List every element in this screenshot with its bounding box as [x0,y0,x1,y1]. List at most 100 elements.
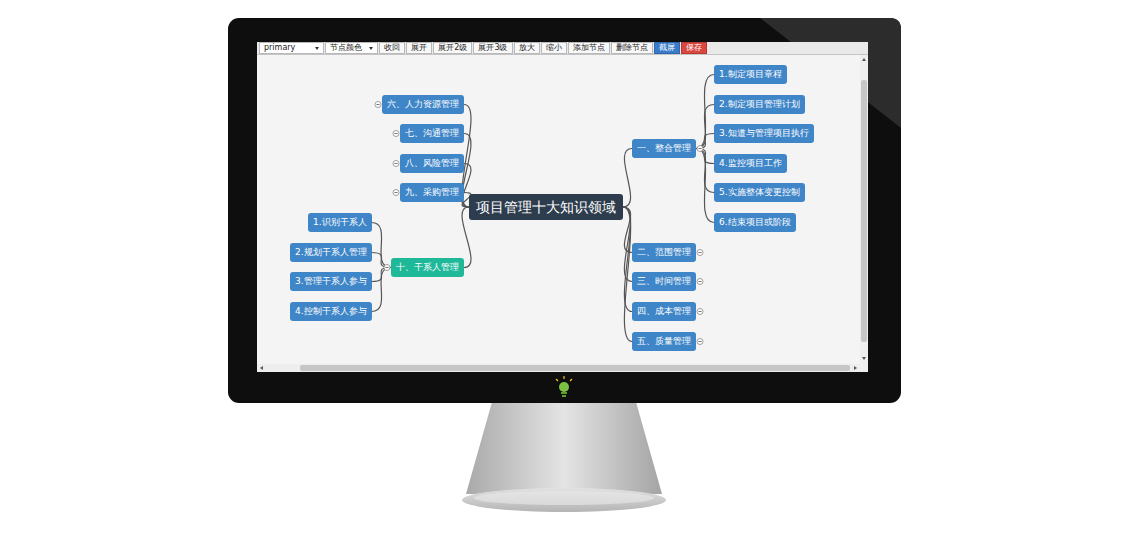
toolbar-button: 缩小 [541,42,567,54]
topic-text: 6.结束项目或阶段 [719,217,791,228]
toggle-minus [698,311,701,312]
branch-line [696,75,714,149]
monitor-base [462,488,666,512]
expand-toggle [697,250,703,256]
button-label: 展开3级 [478,43,507,53]
toggle-circle [697,250,703,256]
topic-text: 二、范围管理 [637,247,691,258]
button-label: 收回 [384,43,400,53]
toolbar-button: primary [259,42,324,54]
button-label: 添加节点 [573,43,605,53]
bulb-ray [556,379,558,381]
toolbar-button: 节点颜色 [325,42,378,54]
scrollbar-thumb [861,80,867,342]
toggle-minus [698,341,701,342]
bulb-ray [570,379,572,381]
expand-toggle [697,146,703,152]
toggle-circle [697,279,703,285]
toolbar-button: 收回 [379,42,405,54]
toggle-circle [393,131,399,137]
button-label: 节点颜色 [330,43,362,53]
topic-box: 1.制定项目章程 [714,65,787,84]
topic-text: 1.识别干系人 [313,217,367,228]
expand-toggle [384,265,390,271]
toggle-circle [375,102,381,108]
topic-box: 3.知道与管理项目执行 [714,124,814,143]
toolbar: primary节点颜色收回展开展开2级展开3级放大缩小添加节点删除节点截屏保存 [257,42,868,55]
button-label: 删除节点 [616,43,648,53]
monitor-bezel [228,18,901,403]
toggle-circle [697,309,703,315]
topic-box: 2.规划干系人管理 [290,243,372,262]
topic-text: 六、人力资源管理 [387,99,459,110]
branch-line [623,207,632,342]
button-label: 保存 [686,43,702,53]
bulb-logo [556,376,572,397]
button-label: 缩小 [546,43,562,53]
toggle-circle [393,190,399,196]
topic-text: 九、采购管理 [405,187,459,198]
topic-text: 3.管理干系人参与 [295,276,367,287]
topic-box: 三、时间管理 [632,272,696,291]
scrollbar-track [860,55,868,364]
bulb-base [561,392,567,394]
bulb-ray [563,376,564,379]
screen [257,42,868,372]
branch-line [623,149,632,208]
topic-box: 6.结束项目或阶段 [714,213,796,232]
branch-line [696,105,714,149]
dropdown-arrow [369,47,373,50]
monitor-neck [466,402,662,494]
root-topic: 项目管理十大知识领域 [469,194,623,220]
topic-box: 4.控制干系人参与 [290,302,372,321]
topic-box: 九、采购管理 [400,183,464,202]
topic-text: 八、风险管理 [405,158,459,169]
branch-line [372,223,391,268]
toggle-circle [697,146,703,152]
topic-text: 4.控制干系人参与 [295,306,367,317]
topic-text: 3.知道与管理项目执行 [719,128,809,139]
topic-text: 1.制定项目章程 [719,69,782,80]
toolbar-button: 保存 [681,42,707,54]
topic-box: 2.制定项目管理计划 [714,95,805,114]
toggle-minus [698,252,701,253]
topic-text: 一、整合管理 [637,143,691,154]
scroll-arrow [862,357,866,360]
toggle-circle [697,339,703,345]
topic-box: 3.管理干系人参与 [290,272,372,291]
topic-text: 2.规划干系人管理 [295,247,367,258]
expand-toggle [697,279,703,285]
topic-box: 一、整合管理 [632,139,696,158]
toggle-minus [376,104,379,105]
topic-box: 七、沟通管理 [400,124,464,143]
toolbar-button: 展开3级 [473,42,512,54]
topic-box: 四、成本管理 [632,302,696,321]
topic-box: 5.实施整体变更控制 [714,183,805,202]
button-label: 展开2级 [438,43,467,53]
toggle-minus [394,133,397,134]
expand-toggle [393,131,399,137]
toggle-circle [393,161,399,167]
branch-line [372,268,391,312]
scrollbar-track [257,364,868,372]
button-label: primary [264,43,295,53]
toolbar-button: 添加节点 [568,42,610,54]
toggle-circle [384,265,390,271]
dropdown-arrow [315,47,319,50]
topic-box: 1.识别干系人 [308,213,372,232]
topic-box: 五、质量管理 [632,332,696,351]
base-highlight [474,491,654,505]
toggle-minus [698,148,701,149]
scroll-arrow [854,366,857,370]
expand-toggle [697,309,703,315]
scrollbar-thumb [300,365,850,371]
topic-box: 六、人力资源管理 [382,95,464,114]
bulb-glass [559,382,569,392]
branch-line [696,149,714,223]
topic-text: 4.监控项目工作 [719,158,782,169]
topic-box: 八、风险管理 [400,154,464,173]
toolbar-button: 截屏 [654,42,680,54]
expand-toggle [375,102,381,108]
